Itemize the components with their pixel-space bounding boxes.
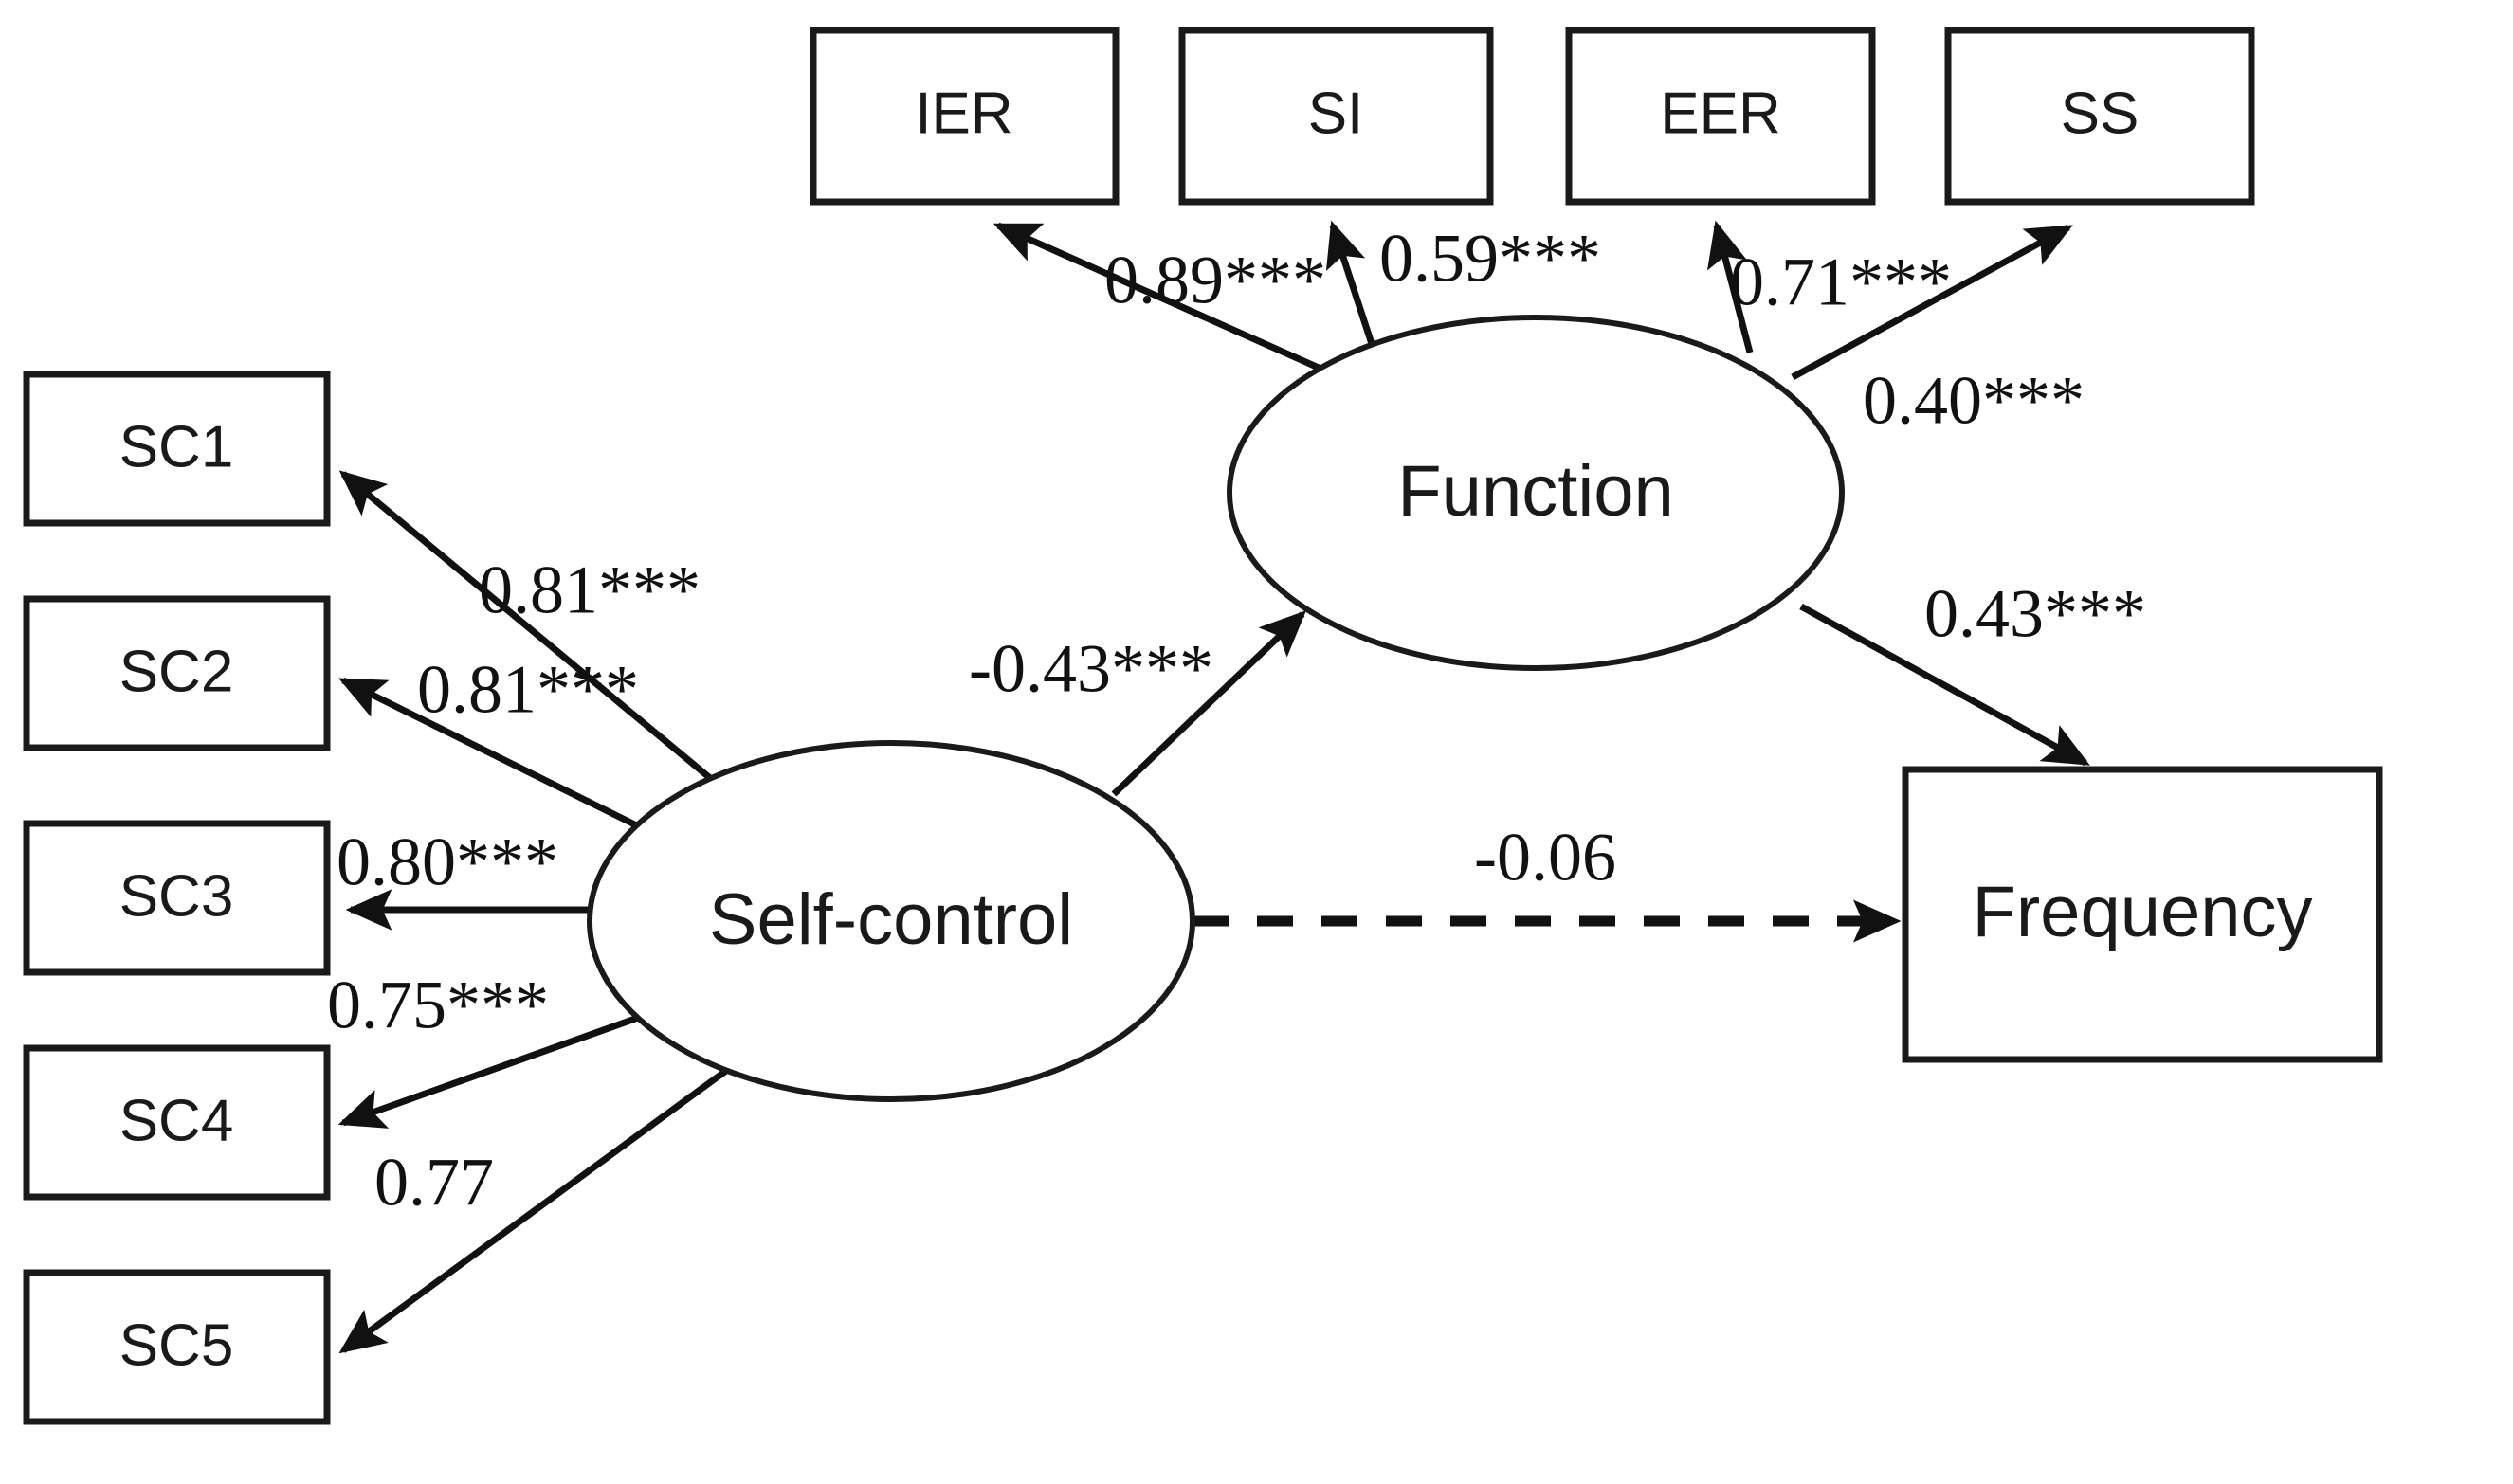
coef-label-function-to-si: 0.59*** [1379, 221, 1601, 297]
edge-selfcontrol-to-function [1111, 610, 1307, 797]
coef-label-function-to-ier: 0.89*** [1104, 243, 1326, 318]
edge-selfcontrol-to-sc2 [337, 677, 684, 852]
coef-label-selfcontrol-to-function: -0.43*** [969, 631, 1213, 707]
coef-label-selfcontrol-to-frequency: -0.06 [1474, 820, 1616, 896]
edge-function-to-si [1325, 220, 1380, 360]
node-frequency[interactable]: Frequency [1902, 766, 2383, 1063]
node-sc3[interactable]: SC3 [23, 820, 331, 976]
node-self-control[interactable]: Self-control [587, 740, 1195, 1102]
edge-function-to-eer [1706, 220, 1754, 353]
node-ss[interactable]: SS [1944, 27, 2255, 206]
coef-label-selfcontrol-to-sc1: 0.81*** [479, 552, 701, 628]
edge-function-to-frequency [1799, 603, 2090, 767]
edge-function-to-ss [1791, 224, 2073, 381]
edge-selfcontrol-to-sc5 [338, 1044, 761, 1354]
node-box-sc4[interactable] [23, 1044, 331, 1201]
node-si[interactable]: SI [1178, 27, 1494, 206]
node-label-function: Function [1397, 451, 1674, 532]
coef-label-selfcontrol-to-sc2: 0.81*** [417, 652, 639, 728]
coef-label-function-to-eer: 0.71*** [1730, 244, 1952, 320]
node-sc5[interactable]: SC5 [23, 1269, 331, 1425]
node-label-sc4: SC4 [119, 1088, 234, 1153]
node-box-si[interactable] [1178, 27, 1494, 206]
node-label-eer: EER [1660, 81, 1780, 146]
node-label-ss: SS [2061, 81, 2140, 146]
coef-label-selfcontrol-to-sc3: 0.80*** [337, 824, 558, 900]
node-label-sc2: SC2 [119, 639, 234, 704]
node-sc2[interactable]: SC2 [23, 595, 331, 751]
node-label-si: SI [1308, 81, 1364, 146]
coefficient-labels: 0.89*** 0.59*** 0.71*** 0.40*** -0.43***… [327, 221, 2146, 1221]
latent-variable-nodes: Function Self-control [587, 315, 1845, 1102]
node-box-ss[interactable] [1944, 27, 2255, 206]
coef-label-function-to-frequency: 0.43*** [1924, 576, 2146, 652]
node-ellipse-function[interactable] [1227, 315, 1845, 671]
coef-label-function-to-ss: 0.40*** [1863, 363, 2085, 439]
edge-group [337, 220, 2090, 1354]
node-label-sc1: SC1 [119, 414, 234, 480]
node-ier[interactable]: IER [810, 27, 1120, 206]
edge-function-to-ier [992, 222, 1329, 375]
node-box-frequency[interactable] [1902, 766, 2383, 1063]
node-eer[interactable]: EER [1565, 27, 1876, 206]
node-box-ier[interactable] [810, 27, 1120, 206]
edge-selfcontrol-to-sc4 [337, 1001, 677, 1129]
node-label-sc3: SC3 [119, 863, 234, 929]
coef-label-selfcontrol-to-sc4: 0.75*** [327, 968, 549, 1043]
node-label-self-control: Self-control [709, 879, 1073, 960]
left-indicator-boxes: SC1 SC2 SC3 SC4 SC5 [23, 371, 331, 1425]
node-box-sc2[interactable] [23, 595, 331, 751]
top-indicator-boxes: IER SI EER SS [810, 27, 2255, 206]
node-label-ier: IER [915, 81, 1012, 146]
node-box-sc1[interactable] [23, 371, 331, 527]
node-sc4[interactable]: SC4 [23, 1044, 331, 1201]
edge-selfcontrol-to-sc1 [338, 470, 752, 813]
node-box-sc5[interactable] [23, 1269, 331, 1425]
node-box-eer[interactable] [1565, 27, 1876, 206]
node-function[interactable]: Function [1227, 315, 1845, 671]
node-box-sc3[interactable] [23, 820, 331, 976]
coef-label-selfcontrol-to-sc5: 0.77 [374, 1145, 494, 1221]
node-label-sc5: SC5 [119, 1312, 234, 1378]
node-ellipse-self-control[interactable] [587, 740, 1195, 1102]
node-label-frequency: Frequency [1972, 872, 2312, 952]
node-sc1[interactable]: SC1 [23, 371, 331, 527]
